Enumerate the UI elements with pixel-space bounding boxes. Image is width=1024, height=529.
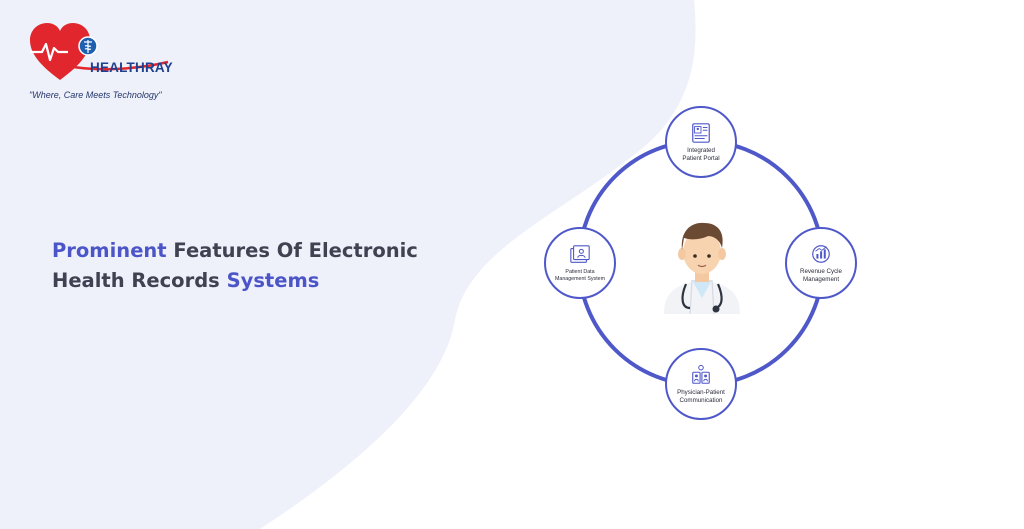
node-label-bottom-1: Physician-Patient (677, 388, 725, 396)
patient-data-icon (570, 244, 590, 263)
node-label-top-2: Patient Portal (682, 154, 720, 162)
node-patient-data-management-system[interactable]: Patient Data Management System (544, 227, 616, 299)
node-integrated-patient-portal[interactable]: Integrated Patient Portal (665, 106, 737, 178)
doctor-icon (664, 222, 740, 314)
title-accent-1: Prominent (52, 239, 167, 262)
revenue-chart-icon (812, 244, 830, 263)
patient-portal-icon (692, 122, 710, 143)
brand-tagline: "Where, Care Meets Technology" (29, 90, 162, 100)
node-label-right-2: Management (802, 275, 840, 283)
node-label-left-1: Patient Data (565, 268, 595, 275)
node-label-top-1: Integrated (687, 146, 715, 154)
title-text-1: Features Of Electronic (166, 239, 418, 262)
title-text-2: Health Records (52, 269, 227, 292)
title-accent-2: Systems (226, 269, 320, 292)
node-label-bottom-2: Communication (679, 396, 723, 404)
brand-name: HEALTHRAY (90, 60, 173, 75)
node-label-left-2: Management System (554, 275, 606, 282)
heart-logo-icon (30, 23, 169, 80)
node-label-right-1: Revenue Cycle (800, 267, 842, 275)
title-line-1: Prominent Features Of Electronic (52, 236, 418, 266)
node-physician-patient-communication[interactable]: Physician-Patient Communication (665, 348, 737, 420)
node-revenue-cycle-management[interactable]: Revenue Cycle Management (785, 227, 857, 299)
communication-icon (692, 364, 710, 384)
healthray-logo[interactable]: HEALTHRAY "Where, Care Meets Technology" (28, 22, 178, 104)
features-diagram: Integrated Patient Portal Revenue Cycle … (540, 102, 862, 424)
page-title: Prominent Features Of Electronic Health … (52, 236, 418, 296)
title-line-2: Health Records Systems (52, 266, 418, 296)
